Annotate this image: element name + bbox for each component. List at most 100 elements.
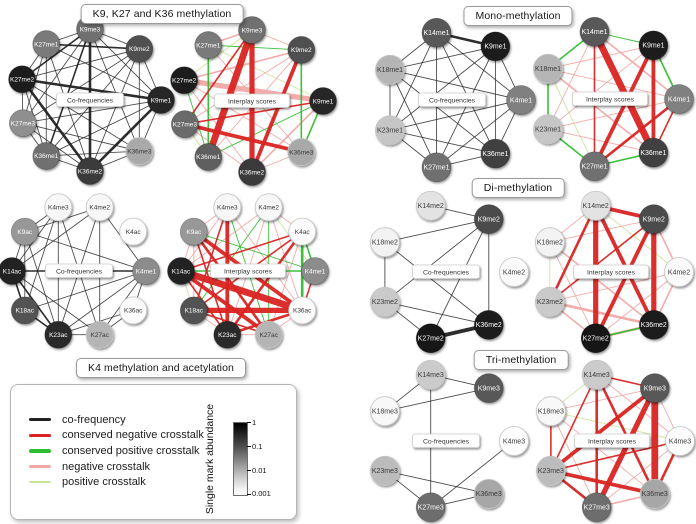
node-label-K36me2: K36me2 [78, 168, 103, 175]
node-K9me2 [473, 204, 504, 235]
network-tri-cofreq: K14me3K9me3K4me3K36me3K27me3K23me3K18me3… [369, 359, 529, 523]
node-K14me2 [580, 190, 611, 221]
node-label-K14ac: K14ac [172, 268, 191, 275]
edge-co-K9me2-K27me3 [22, 48, 140, 124]
network-center-label-box [412, 264, 480, 279]
positive-line-swatch [29, 481, 51, 484]
node-label-K18me1: K18me1 [377, 67, 403, 74]
node-label-K14me3: K14me3 [584, 372, 610, 379]
legend-label: negative crosstalk [62, 460, 151, 473]
node-K9me3 [473, 373, 504, 404]
node-label-K23ac: K23ac [218, 332, 237, 339]
network-center-label: Co-frequencies [56, 268, 103, 275]
edge-co-K9me1-K23me1 [389, 45, 496, 131]
network-center-label-box [573, 264, 649, 279]
node-K14me3 [415, 359, 446, 390]
node-label-K18me1: K18me1 [535, 66, 561, 73]
node-label-K27me1: K27me1 [196, 42, 221, 49]
edge-co-K9me1-K36me2 [88, 98, 163, 173]
node-label-K23me2: K23me2 [537, 299, 563, 306]
node-K36me2 [473, 309, 504, 340]
edge-cneg-K14ac-K4ac [180, 230, 304, 272]
edge-co-K9me1-K36me1 [45, 99, 162, 157]
node-label-K4me1: K4me1 [136, 268, 157, 275]
node-label-K9me1: K9me1 [151, 97, 172, 104]
edge-co-K4me1-K27me1 [436, 99, 522, 168]
edge-neg-K14me1-K4me1 [593, 30, 680, 100]
network-center-label-box [418, 92, 486, 107]
panel-title-mono-methylation: Mono-methylation [463, 6, 573, 26]
node-K27ac [85, 320, 114, 349]
node-K9ac [179, 217, 208, 246]
node-K27me3 [8, 109, 37, 138]
node-label-K18me2: K18me2 [372, 239, 398, 246]
edge-co-K14ac-K27ac [11, 270, 101, 336]
network-center-label: Co-frequencies [429, 97, 476, 104]
edge-neg-K18me1-K36me1 [547, 67, 655, 154]
node-K18me3 [535, 396, 566, 427]
colorbar-tick-mark [247, 494, 251, 495]
single-mark-abundance-colorbar [233, 422, 248, 496]
node-label-K27ac: K27ac [90, 332, 109, 339]
node-K4me2 [664, 257, 694, 287]
node-label-K9ac: K9ac [186, 229, 202, 236]
legend-item-conserved-negative-crosstalk: conserved negative crosstalk [29, 428, 229, 444]
edge-co-K4me3-K27me3 [430, 440, 515, 508]
node-K18me1 [375, 54, 405, 85]
edge-neg-K23me2-K4me2 [549, 271, 680, 303]
node-label-K36me1: K36me1 [640, 150, 666, 157]
node-label-K9me3: K9me3 [80, 26, 101, 33]
node-K36me1 [480, 138, 511, 169]
node-K4me2 [254, 193, 283, 222]
node-K27me2 [415, 323, 446, 354]
node-label-K4me2: K4me2 [258, 205, 279, 212]
node-K18ac [10, 296, 39, 325]
negative-line-swatch [29, 465, 51, 468]
edge-pos-K9me3-K27me2 [183, 29, 253, 81]
node-label-K27me2: K27me2 [10, 77, 35, 84]
conserved-positive-line-swatch [29, 449, 51, 453]
edge-cpos-K27me1-K9me2 [207, 44, 302, 51]
network-center-label: Interplay scores [586, 96, 635, 103]
node-label-K27me3: K27me3 [418, 505, 444, 512]
node-K4me3 [44, 193, 73, 222]
node-label-K23me1: K23me1 [535, 127, 561, 134]
node-K23me1 [375, 115, 405, 146]
panel-title-k9-k27-k36-methylation: K9, K27 and K36 methylation [80, 4, 244, 24]
node-label-K9ac: K9ac [17, 229, 33, 236]
edge-cneg-K9me3-K27me3 [184, 29, 253, 125]
node-K4me3 [213, 193, 242, 222]
node-K23me1 [533, 114, 563, 145]
network-center-label-box [412, 433, 480, 448]
node-label-K4me1: K4me1 [305, 268, 326, 275]
network-center-label: Co-frequencies [423, 438, 470, 445]
node-K27me2 [8, 65, 37, 94]
network-center-label: Co-frequencies [423, 269, 470, 276]
edge-co-K9ac-K23ac [24, 231, 59, 336]
node-label-K27me3: K27me3 [173, 121, 198, 128]
node-label-K14me2: K14me2 [583, 203, 609, 210]
node-label-K14ac: K14ac [3, 268, 22, 275]
colorbar-title: Single mark abundance [204, 403, 216, 515]
node-label-K4me1: K4me1 [668, 96, 690, 103]
panel-title-di-methylation: Di-methylation [471, 178, 565, 198]
node-label-K36me3: K36me3 [289, 149, 314, 156]
node-K36me2 [638, 309, 669, 340]
edge-cneg-K27me3-K36me3 [182, 122, 304, 154]
panel-title-k4-methylation-acetylation: K4 methylation and acetylation [75, 358, 247, 378]
node-label-K9me2: K9me2 [129, 46, 150, 53]
node-label-K23me3: K23me3 [372, 468, 398, 475]
edge-neg-K18me3-K27me3 [550, 410, 598, 508]
node-K9me2 [125, 35, 154, 63]
node-label-K14me2: K14me2 [418, 203, 444, 210]
node-K36me2 [238, 158, 266, 186]
legend-item-positive-crosstalk: positive crosstalk [29, 474, 229, 490]
edge-neg-K18me3-K36me3 [550, 410, 656, 495]
node-label-K4ac: K4ac [126, 229, 142, 236]
edge-co-K9me3-K27me3 [22, 28, 91, 124]
node-K27me2 [170, 66, 199, 95]
node-K23ac [44, 320, 73, 349]
node-label-K27me2: K27me2 [172, 78, 197, 85]
node-label-K18me3: K18me3 [372, 408, 398, 415]
